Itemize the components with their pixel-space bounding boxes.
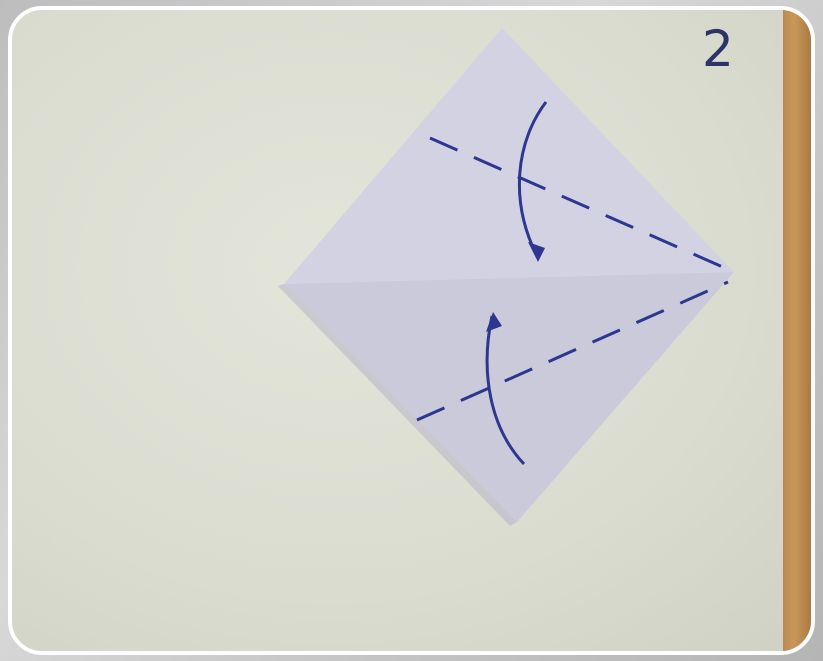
wooden-table-edge xyxy=(783,10,811,651)
origami-paper-lower-half xyxy=(284,272,734,522)
origami-diagram xyxy=(278,28,735,526)
step-number-label: 2 xyxy=(702,20,734,78)
fold-arrow-down-icon xyxy=(517,101,548,262)
upper-fold-line xyxy=(429,136,735,274)
origami-paper-upper-half xyxy=(284,28,734,284)
fold-arrow-up-icon xyxy=(485,312,526,466)
origami-paper-shadow-edge xyxy=(278,284,517,526)
lower-fold-line xyxy=(416,280,729,422)
origami-photo: 2 xyxy=(8,6,815,655)
